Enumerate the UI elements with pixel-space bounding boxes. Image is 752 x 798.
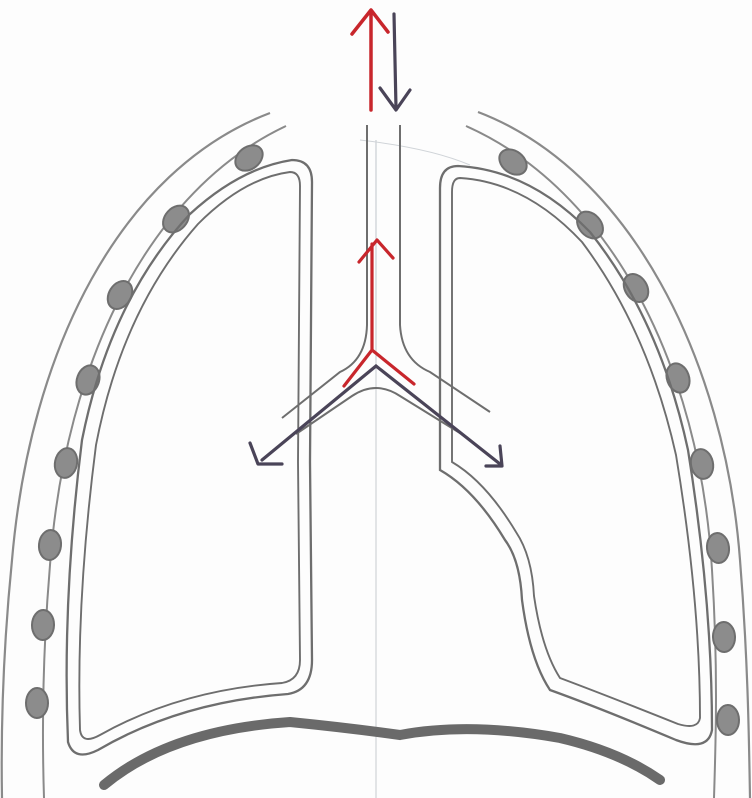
bronchi-out-arrow xyxy=(344,240,414,386)
airflow-out-arrows xyxy=(344,10,414,386)
ribs xyxy=(26,140,740,735)
rib xyxy=(31,610,54,641)
rib xyxy=(712,622,735,653)
diaphragm xyxy=(104,722,660,785)
rib xyxy=(717,705,740,735)
rib xyxy=(73,362,104,398)
trachea-out-arrow xyxy=(352,10,388,110)
rib xyxy=(37,529,62,561)
right-lung xyxy=(440,166,712,744)
rib xyxy=(52,446,80,480)
rib xyxy=(26,688,49,718)
rib xyxy=(705,532,730,564)
rib xyxy=(158,200,194,237)
rib xyxy=(230,140,267,176)
left-lung xyxy=(67,160,312,755)
trachea xyxy=(282,125,490,438)
